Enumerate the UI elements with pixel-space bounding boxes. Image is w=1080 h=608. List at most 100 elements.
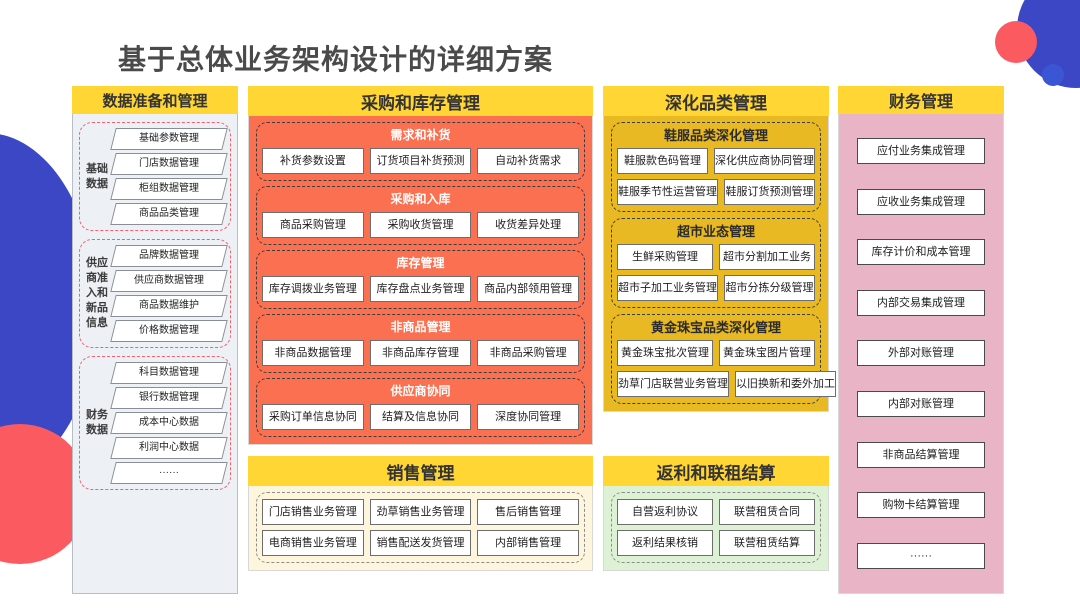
list-item[interactable]: 品牌数据管理 (110, 245, 228, 267)
list-item[interactable]: 应付业务集成管理 (857, 138, 985, 165)
list-item[interactable]: 深度协同管理 (477, 404, 580, 430)
list-item[interactable]: 补货参数设置 (262, 148, 364, 174)
list-item[interactable]: 非商品结算管理 (857, 441, 985, 468)
sales-row: 电商销售业务管理销售配送发货管理内部销售管理 (262, 530, 580, 556)
subsection-row: 黄金珠宝批次管理黄金珠宝图片管理 (617, 340, 815, 366)
list-item-label: 成本中心数据 (139, 417, 199, 428)
list-item[interactable]: 鞋服订货预测管理 (724, 179, 815, 205)
subsection-row: 采购订单信息协同结算及信息协同深度协同管理 (262, 404, 580, 430)
list-item[interactable]: 银行数据管理 (110, 387, 228, 409)
list-item-label: 商品数据维护 (139, 300, 199, 311)
list-item[interactable]: 非商品采购管理 (477, 340, 580, 366)
list-item[interactable]: 非商品库存管理 (369, 340, 472, 366)
subsection-row: 商品采购管理采购收货管理收货差异处理 (262, 212, 580, 238)
list-item[interactable]: 自营返利协议 (617, 499, 713, 525)
list-item[interactable]: 联营租赁结算 (719, 530, 815, 556)
subsection-title: 需求和补货 (390, 128, 451, 142)
list-item-label: 科目数据管理 (139, 367, 199, 378)
subsection-rows: 生鲜采购管理超市分割加工业务超市子加工业务管理超市分拣分级管理 (617, 244, 815, 301)
list-item[interactable]: 科目数据管理 (110, 362, 228, 384)
list-item[interactable]: 劲草门店联营业务管理 (617, 371, 729, 397)
subsection-title: 供应商协同 (390, 384, 451, 398)
subsection-title: 库存管理 (396, 256, 445, 270)
list-item-label: 柜组数据管理 (139, 183, 199, 194)
list-item[interactable]: 黄金珠宝图片管理 (719, 340, 815, 366)
list-item[interactable]: 非商品数据管理 (262, 340, 364, 366)
list-item[interactable]: 柜组数据管理 (110, 178, 228, 200)
list-item[interactable]: 商品品类管理 (110, 203, 228, 225)
data-group-items: 品牌数据管理供应商数据管理商品数据维护价格数据管理 (110, 245, 228, 342)
list-item[interactable]: ······ (110, 462, 228, 484)
data-group-items: 科目数据管理银行数据管理成本中心数据利润中心数据 ······ (110, 362, 228, 484)
list-item[interactable]: 外部对账管理 (857, 340, 985, 367)
list-item[interactable]: 应收业务集成管理 (857, 188, 985, 215)
list-item[interactable]: 订货项目补货预测 (369, 148, 472, 174)
list-item[interactable]: 供应商数据管理 (110, 270, 228, 292)
list-item[interactable]: 价格数据管理 (110, 320, 228, 342)
list-item[interactable]: 库存计价和成本管理 (857, 239, 985, 266)
panel-category-deepening: 深化品类管理 鞋服品类深化管理鞋服款色码管理深化供应商协同管理鞋服季节性运营管理… (603, 86, 836, 412)
list-item[interactable]: 以旧换新和委外加工 (735, 371, 836, 397)
data-group-label: 财务数据 (86, 409, 108, 436)
panel-body-sales: 门店销售业务管理劲草销售业务管理售后销售管理电商销售业务管理销售配送发货管理内部… (248, 486, 593, 571)
list-item[interactable]: 结算及信息协同 (369, 404, 472, 430)
panel-rebate: 返利和联租结算 自营返利协议联营租赁合同返利结果核销联营租赁结算 (603, 456, 829, 571)
panel-title-purchase-inventory: 采购和库存管理 (248, 86, 593, 116)
list-item[interactable]: 库存盘点业务管理 (369, 276, 472, 302)
list-item[interactable]: ······ (857, 542, 985, 569)
panel-body-finance: 应付业务集成管理应收业务集成管理库存计价和成本管理内部交易集成管理外部对账管理内… (838, 114, 1004, 594)
list-item[interactable]: 自动补货需求 (477, 148, 580, 174)
list-item[interactable]: 鞋服季节性运营管理 (617, 179, 718, 205)
list-item[interactable]: 鞋服款色码管理 (617, 148, 708, 174)
page-title: 基于总体业务架构设计的详细方案 (118, 44, 554, 75)
subsection-row: 劲草门店联营业务管理以旧换新和委外加工 (617, 371, 836, 397)
rebate-group: 自营返利协议联营租赁合同返利结果核销联营租赁结算 (611, 492, 821, 563)
list-item[interactable]: 商品内部领用管理 (477, 276, 580, 302)
subsection-title: 非商品管理 (390, 320, 451, 334)
list-item[interactable]: 门店数据管理 (110, 153, 228, 175)
list-item[interactable]: 内部对账管理 (857, 391, 985, 417)
list-item[interactable]: 深化供应商协同管理 (714, 148, 815, 174)
list-item[interactable]: 基础参数管理 (110, 128, 228, 150)
list-item-label: 价格数据管理 (139, 325, 199, 336)
list-item[interactable]: 收货差异处理 (477, 212, 580, 238)
list-item[interactable]: 库存调拨业务管理 (262, 276, 364, 302)
list-item[interactable]: 内部销售管理 (477, 530, 580, 556)
list-item[interactable]: 采购收货管理 (369, 212, 472, 238)
list-item[interactable]: 采购订单信息协同 (262, 404, 364, 430)
data-group-label: 基础数据 (86, 162, 108, 190)
list-item[interactable]: 超市分拣分级管理 (724, 275, 815, 301)
panel-body-data-preparation: 基础数据基础参数管理门店数据管理柜组数据管理商品品类管理供应商准入和新品信息品牌… (72, 114, 238, 594)
list-item[interactable]: 超市分割加工业务 (719, 244, 815, 270)
list-item[interactable]: 电商销售业务管理 (262, 530, 364, 556)
list-item[interactable]: 售后销售管理 (477, 499, 580, 525)
list-item[interactable]: 黄金珠宝批次管理 (617, 340, 713, 366)
subsection: 库存管理库存调拨业务管理库存盘点业务管理商品内部领用管理 (256, 250, 585, 309)
list-item[interactable]: 门店销售业务管理 (262, 499, 364, 525)
list-item[interactable]: 商品数据维护 (110, 295, 228, 317)
list-item[interactable]: 销售配送发货管理 (369, 530, 472, 556)
list-item[interactable]: 劲草销售业务管理 (369, 499, 472, 525)
list-item-label: 基础参数管理 (139, 133, 199, 144)
subsection-row: 补货参数设置订货项目补货预测自动补货需求 (262, 148, 580, 174)
list-item[interactable]: 联营租赁合同 (719, 499, 815, 525)
data-group-items: 基础参数管理门店数据管理柜组数据管理商品品类管理 (110, 128, 228, 225)
list-item[interactable]: 返利结果核销 (617, 530, 713, 556)
list-item[interactable]: 成本中心数据 (110, 412, 228, 434)
list-item[interactable]: 商品采购管理 (262, 212, 364, 238)
panel-title-sales: 销售管理 (248, 456, 593, 486)
list-item[interactable]: 购物卡结算管理 (857, 492, 985, 519)
list-item[interactable]: 利润中心数据 (110, 437, 228, 459)
decorative-small-blue-circle (1042, 64, 1064, 86)
list-item[interactable]: 生鲜采购管理 (617, 244, 713, 270)
rebate-row: 自营返利协议联营租赁合同 (617, 499, 815, 525)
list-item-label: 门店数据管理 (139, 158, 199, 169)
panel-title-data-preparation: 数据准备和管理 (72, 86, 238, 114)
subsection-title: 鞋服品类深化管理 (663, 128, 768, 143)
subsection-row: 生鲜采购管理超市分割加工业务 (617, 244, 815, 270)
subsection: 非商品管理非商品数据管理非商品库存管理非商品采购管理 (256, 314, 585, 373)
list-item[interactable]: 超市子加工业务管理 (617, 275, 718, 301)
panel-sales: 销售管理 门店销售业务管理劲草销售业务管理售后销售管理电商销售业务管理销售配送发… (248, 456, 593, 571)
list-item[interactable]: 内部交易集成管理 (857, 289, 985, 316)
